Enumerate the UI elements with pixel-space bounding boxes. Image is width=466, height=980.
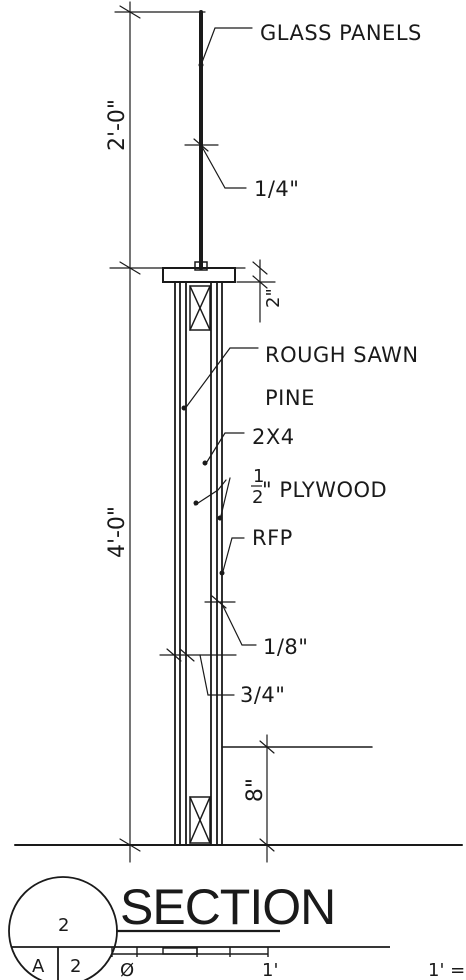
- label-plywood: " PLYWOOD: [262, 478, 387, 502]
- label-pine: PINE: [265, 386, 315, 410]
- leaders: [183, 27, 259, 696]
- label-2x4: 2X4: [252, 425, 295, 449]
- scale-bar: [111, 947, 269, 957]
- scale-zero: Ø: [120, 960, 134, 980]
- base-dimension: [259, 734, 275, 863]
- label-overall-thickness: 3/4": [240, 683, 285, 707]
- top-blocking: [189, 285, 211, 331]
- glass-shoe: [194, 261, 208, 271]
- dim-glass-height: 2'-0": [105, 99, 130, 151]
- section-sheet-letter: A: [32, 956, 45, 977]
- left-dimension-line: [109, 1, 246, 863]
- dim-base-height: 8": [243, 778, 268, 802]
- scale-text: 1' =: [428, 960, 465, 980]
- section-title: SECTION: [120, 879, 335, 935]
- label-rough-sawn: ROUGH SAWN: [265, 343, 419, 367]
- section-sheet-number: 2: [70, 956, 81, 977]
- label-glass-panels: GLASS PANELS: [260, 21, 422, 45]
- overall-thickness-tick: [159, 648, 237, 662]
- wall-section: [174, 281, 223, 846]
- rfp-thickness-tick: [204, 595, 236, 609]
- label-rfp-thickness: 1/8": [263, 635, 308, 659]
- cap-dimension: [236, 259, 276, 323]
- bottom-blocking: [189, 796, 211, 844]
- label-cap-height: 2": [263, 288, 284, 308]
- label-plywood-fraction-den: 2: [252, 487, 263, 508]
- label-glass-thickness: 1/4": [254, 177, 299, 201]
- dim-wall-height: 4'-0": [105, 506, 130, 558]
- section-detail-number: 2: [58, 915, 69, 936]
- label-plywood-fraction-num: 1: [253, 466, 264, 487]
- scale-one: 1': [262, 960, 278, 980]
- section-marker: [8, 876, 390, 980]
- label-rfp: RFP: [252, 526, 293, 550]
